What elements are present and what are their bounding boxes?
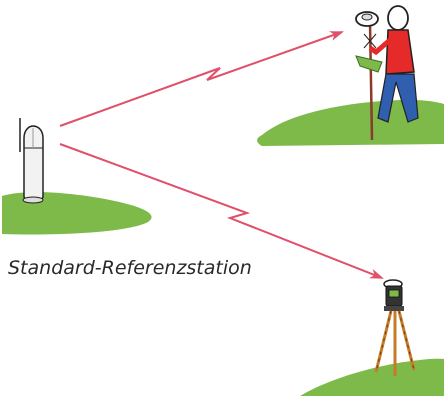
- ground-patch-top-right: [257, 99, 444, 146]
- total-station-on-tripod: [374, 279, 416, 376]
- gnss-rover-operator: [355, 5, 419, 141]
- ground-patch-bottom-right: [300, 358, 444, 396]
- reference-station-caption: Standard-Referenzstation: [8, 257, 252, 279]
- reference-station-antenna: [19, 118, 44, 204]
- radio-link-to-rover: [59, 31, 344, 127]
- radio-link-to-total-station: [59, 143, 384, 279]
